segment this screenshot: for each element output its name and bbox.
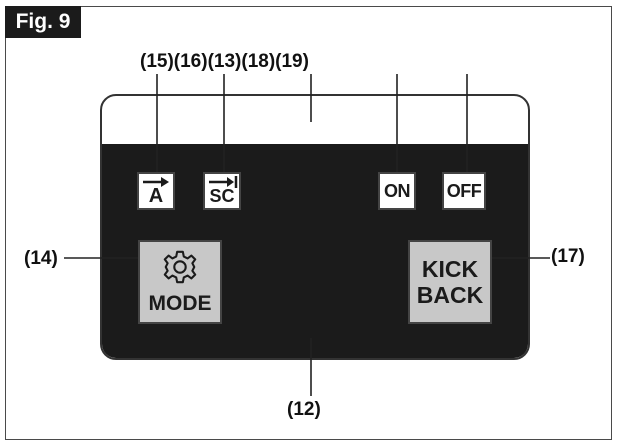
figure-label: Fig. 9: [5, 6, 81, 38]
off-indicator: OFF: [442, 172, 486, 210]
callout-14: (14): [24, 248, 58, 269]
mode-button[interactable]: MODE: [138, 240, 222, 324]
gear-icon: [163, 250, 197, 284]
auto-icon-letter: A: [148, 184, 164, 207]
on-indicator: ON: [378, 172, 416, 210]
sc-mode-indicator: SC: [203, 172, 241, 210]
sc-icon-text: SC: [209, 185, 235, 206]
auto-mode-indicator: A: [137, 172, 175, 210]
kickback-line-2: BACK: [416, 282, 484, 308]
arrow-to-stop-icon: [209, 176, 238, 188]
figure-frame: [5, 6, 612, 440]
callout-top-group: (15)(16)(13)(18)(19): [140, 51, 309, 72]
callout-12: (12): [287, 399, 321, 420]
kickback-button[interactable]: KICK BACK: [408, 240, 492, 324]
kickback-line-1: KICK: [421, 256, 479, 282]
arrow-right-icon: [143, 177, 169, 187]
callout-17: (17): [551, 246, 585, 267]
mode-button-label: MODE: [148, 292, 212, 315]
